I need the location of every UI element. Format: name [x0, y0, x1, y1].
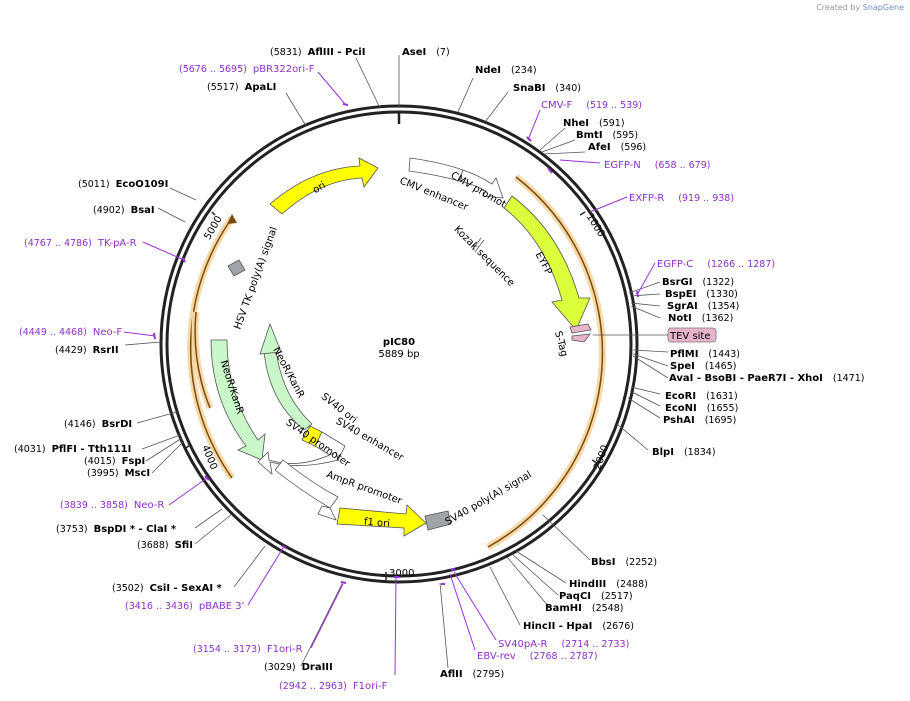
primer-neo-f: (4449 .. 4468)Neo-F: [19, 327, 122, 338]
enzyme-spei: SpeI(1465): [670, 361, 736, 372]
plasmid-name: pIC80: [383, 337, 415, 348]
enzyme-ecori: EcoRI(1631): [665, 391, 738, 402]
enzyme-bsrdi: (4146)BsrDI: [64, 419, 132, 430]
sv40-prom-feature: [257, 451, 339, 476]
neor-orf-arrowhead: [227, 214, 237, 224]
credit-prefix: Created by: [816, 3, 861, 12]
enzyme-afei: AfeI(596): [588, 142, 646, 153]
ampr-prom-label: AmpR promoter: [325, 469, 404, 507]
eyfp-orf-line: [487, 176, 604, 548]
tick-mark-2000: [591, 459, 598, 464]
enzyme-ndei: NdeI(234): [475, 65, 537, 76]
tick-mark-1000: [579, 211, 586, 216]
tk-polya-label: HSV TK poly(A) signal: [232, 225, 279, 331]
enzyme-econi: EcoNI(1655): [665, 403, 738, 414]
enzyme-snabi: SnaBI(340): [513, 83, 581, 94]
stag-feature: [569, 323, 592, 334]
primer-cmv-f: CMV-F(519 .. 539): [541, 100, 642, 111]
kozak-mark-1: [471, 237, 482, 251]
enzyme-pflfi: (4031)PflFI - Tth111I: [14, 444, 131, 455]
enzyme-bmti: BmtI(595): [576, 130, 638, 141]
primer-f1ori-r: (3154 .. 3173)F1ori-R: [193, 644, 303, 655]
tick-1000: 1000: [584, 212, 607, 239]
enzyme-apali: (5517)ApaLI: [207, 82, 276, 93]
kozak-mark-2: [474, 239, 485, 253]
neor-orf-line: [189, 217, 233, 479]
enzyme-afliii-pcii: (5831)AflIII - PciI: [270, 47, 365, 58]
enzyme-blpi: BlpI(1834): [652, 447, 716, 458]
neor-inner-feature: [263, 349, 313, 431]
tick-mark-4000: [185, 444, 191, 449]
tk-polya-feature: [227, 259, 246, 277]
enzyme-bamhi: BamHI(2548): [545, 603, 623, 614]
primer-neo-r: (3839 .. 3858)Neo-R: [60, 500, 164, 511]
tev-label: TEV site: [669, 331, 711, 342]
enzyme-bspdi-clai: (3753)BspDI * - ClaI *: [56, 524, 177, 535]
eyfp-orf-arrowhead: [480, 540, 494, 552]
enzyme-bbsi: BbsI(2252): [591, 557, 657, 568]
enzyme-pflmi: PflMI(1443): [670, 349, 740, 360]
primer-exfp-r: EXFP-R(919 .. 938): [629, 193, 734, 204]
enzyme-paqci: PaqCI(2517): [559, 591, 633, 602]
enzyme-avai: AvaI - BsoBI - PaeR7I - XhoI(1471): [669, 373, 864, 384]
enzyme-noti: NotI(1362): [668, 313, 733, 324]
sv40-polya-label: SV40 poly(A) signal: [444, 469, 534, 527]
primer-egfp-n: EGFP-N(658 .. 679): [604, 160, 710, 171]
sv40-polya-feature: [424, 510, 452, 531]
enzyme-rsrii: (4429)RsrII: [55, 345, 119, 356]
enzyme-asei: AseI(7): [402, 47, 450, 58]
primer-ebv-rev: EBV-rev(2768 .. 2787): [477, 651, 598, 662]
primer-sv40pa-r: SV40pA-R(2714 .. 2733): [498, 639, 629, 650]
primer-tk-pa-r: (4767 .. 4786)TK-pA-R: [24, 238, 137, 249]
kozak-label: Kozak sequence: [452, 224, 517, 289]
primer-f1ori-f: (2942 .. 2963)F1ori-F: [279, 681, 388, 692]
enzyme-aflii: AflII(2795): [440, 669, 504, 680]
enzyme-msci: (3995)MscI: [87, 468, 150, 479]
enzyme-draiii: (3029)DraIII: [264, 662, 333, 673]
neor-inner-arrowhead: [259, 322, 282, 355]
enzyme-hincii-hpai: HincII - HpaI(2676): [523, 621, 634, 632]
enzyme-bsrgi: BsrGI(1322): [662, 277, 734, 288]
enzyme-nhei: NheI(591): [563, 118, 625, 129]
cmv-promoter-feature: [458, 169, 504, 199]
enzyme-pshai: PshAI(1695): [663, 415, 736, 426]
snapgene-credit: Created by SnapGene: [816, 3, 904, 12]
primer-egfp-c: EGFP-C(1266 .. 1287): [657, 259, 775, 270]
primer-pbabe3: (3416 .. 3436)pBABE 3': [125, 601, 244, 612]
stag-feature-2: [571, 333, 591, 343]
leader-lines: [124, 55, 669, 669]
neor-outer-feature: [210, 339, 266, 461]
ampr-prom-feature-2: [317, 505, 337, 521]
enzyme-sfii: (3688)SfiI: [137, 540, 193, 551]
enzyme-bspei: BspEI(1330): [665, 289, 738, 300]
plasmid-length: 5889 bp: [378, 349, 419, 360]
enzyme-hindiii: HindIII(2488): [569, 579, 648, 590]
tick-mark-5000: [211, 211, 216, 216]
f1ori-label: f1 ori: [363, 517, 390, 530]
enzyme-csii-sexai: (3502)CsiI - SexAI *: [112, 583, 223, 594]
stag-label: S-Tag: [552, 330, 569, 358]
ampr-prom-feature: [274, 459, 339, 509]
enzyme-ecoo109i: (5011)EcoO109I: [78, 179, 168, 190]
primer-marks: [153, 103, 639, 585]
tk-orf-line-inner: [194, 311, 211, 409]
primer-pbr322ori-f: (5676 .. 5695)pBR322ori-F: [179, 64, 315, 75]
tick-3000: 3000: [389, 568, 414, 579]
enzyme-fspi: (4015)FspI: [84, 456, 145, 467]
enzyme-bsai: (4902)BsaI: [93, 205, 155, 216]
credit-brand: SnapGene: [862, 3, 904, 12]
primer-leaders: [123, 71, 656, 676]
f1ori-feature: [336, 504, 427, 537]
ori-feature: [269, 157, 379, 215]
enzyme-sgrai: SgrAI(1354): [667, 301, 739, 312]
